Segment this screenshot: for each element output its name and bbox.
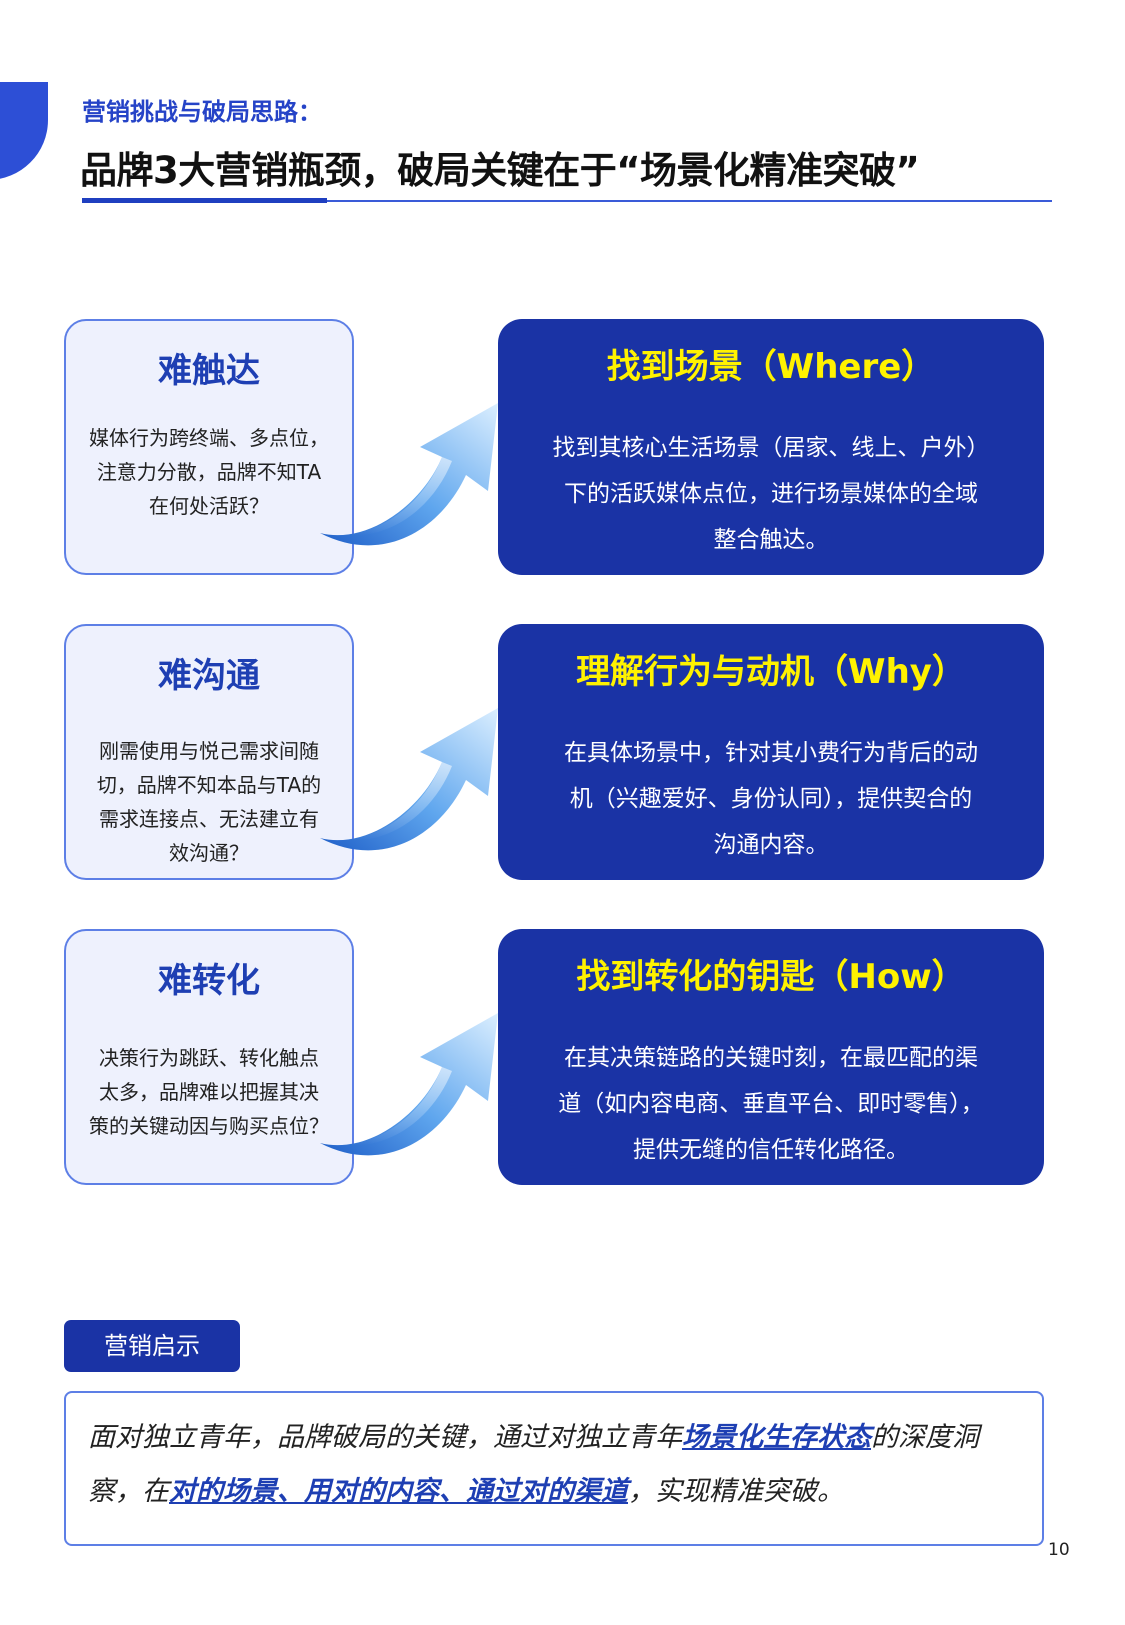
curved-arrow-icon <box>320 403 498 546</box>
solution-description: 在其决策链路的关键时刻，在最匹配的渠 道（如内容电商、垂直平台、即时零售）， 提… <box>530 1035 1012 1173</box>
insight-text-part: 的深度洞察，在 <box>88 1422 979 1507</box>
challenge-card-reach: 难触达 媒体行为跨终端、多点位， 注意力分散，品牌不知TA 在何处活跃？ <box>64 319 354 575</box>
solution-line: 下的活跃媒体点位，进行场景媒体的全域 <box>564 481 978 507</box>
challenge-title: 难沟通 <box>158 656 260 696</box>
challenge-line: 刚需使用与悦己需求间随 <box>99 739 319 763</box>
solution-description: 找到其核心生活场景（居家、线上、户外） 下的活跃媒体点位，进行场景媒体的全域 整… <box>530 425 1012 563</box>
title-divider-accent <box>82 198 327 203</box>
solution-line: 在其决策链路的关键时刻，在最匹配的渠 <box>564 1045 978 1071</box>
challenge-description: 决策行为跳跃、转化触点 太多，品牌难以把握其决 策的关键动因与购买点位？ <box>74 1041 344 1143</box>
solution-card-why: 理解行为与动机（Why） 在具体场景中，针对其小费行为背后的动 机（兴趣爱好、身… <box>498 624 1044 880</box>
insight-tag: 营销启示 <box>64 1320 240 1372</box>
solution-title: 理解行为与动机（Why） <box>576 652 966 692</box>
challenge-line: 切，品牌不知本品与TA的 <box>96 773 322 797</box>
insight-text: 面对独立青年，品牌破局的关键，通过对独立青年场景化生存状态的深度洞察，在对的场景… <box>88 1411 1030 1519</box>
page-number: 10 <box>1048 1540 1070 1560</box>
solution-line: 提供无缝的信任转化路径。 <box>633 1137 909 1163</box>
curved-arrow-icon <box>320 1013 498 1156</box>
challenge-line: 效沟通？ <box>169 841 249 865</box>
challenge-title: 难触达 <box>158 351 260 391</box>
solution-card-how: 找到转化的钥匙（How） 在其决策链路的关键时刻，在最匹配的渠 道（如内容电商、… <box>498 929 1044 1185</box>
challenge-line: 太多，品牌难以把握其决 <box>99 1080 319 1104</box>
challenge-line: 在何处活跃？ <box>149 494 269 518</box>
solution-line: 找到其核心生活场景（居家、线上、户外） <box>552 435 990 461</box>
solution-line: 机（兴趣爱好、身份认同），提供契合的 <box>569 786 973 812</box>
challenge-description: 媒体行为跨终端、多点位， 注意力分散，品牌不知TA 在何处活跃？ <box>74 421 344 523</box>
curved-arrow-icon <box>320 708 498 851</box>
solution-title: 找到转化的钥匙（How） <box>576 957 966 997</box>
solution-line: 在具体场景中，针对其小费行为背后的动 <box>564 740 978 766</box>
solution-description: 在具体场景中，针对其小费行为背后的动 机（兴趣爱好、身份认同），提供契合的 沟通… <box>530 730 1012 868</box>
insight-box: 面对独立青年，品牌破局的关键，通过对独立青年场景化生存状态的深度洞察，在对的场景… <box>64 1391 1044 1546</box>
challenge-title: 难转化 <box>158 961 260 1001</box>
challenge-line: 注意力分散，品牌不知TA <box>96 460 322 484</box>
insight-highlight: 场景化生存状态 <box>682 1422 871 1453</box>
page-title: 品牌3大营销瓶颈，破局关键在于“场景化精准突破” <box>80 149 920 192</box>
challenge-card-communicate: 难沟通 刚需使用与悦己需求间随 切，品牌不知本品与TA的 需求连接点、无法建立有… <box>64 624 354 880</box>
challenge-line: 决策行为跳跃、转化触点 <box>99 1046 319 1070</box>
insight-highlight: 对的场景、用对的内容、通过对的渠道 <box>169 1476 628 1507</box>
challenge-description: 刚需使用与悦己需求间随 切，品牌不知本品与TA的 需求连接点、无法建立有 效沟通… <box>74 734 344 870</box>
solution-line: 沟通内容。 <box>713 832 829 858</box>
solution-line: 道（如内容电商、垂直平台、即时零售）， <box>558 1091 984 1117</box>
corner-decoration <box>0 82 48 180</box>
solution-title: 找到场景（Where） <box>606 347 936 387</box>
challenge-card-convert: 难转化 决策行为跳跃、转化触点 太多，品牌难以把握其决 策的关键动因与购买点位？ <box>64 929 354 1185</box>
solution-line: 整合触达。 <box>713 527 829 553</box>
challenge-line: 媒体行为跨终端、多点位， <box>89 426 329 450</box>
challenge-line: 策的关键动因与购买点位？ <box>89 1114 329 1138</box>
solution-card-where: 找到场景（Where） 找到其核心生活场景（居家、线上、户外） 下的活跃媒体点位… <box>498 319 1044 575</box>
challenge-line: 需求连接点、无法建立有 <box>99 807 319 831</box>
section-subtitle: 营销挑战与破局思路： <box>82 98 322 126</box>
insight-text-part: 面对独立青年，品牌破局的关键，通过对独立青年 <box>88 1422 682 1453</box>
title-divider <box>82 200 1052 202</box>
insight-text-part: ，实现精准突破。 <box>628 1476 844 1507</box>
